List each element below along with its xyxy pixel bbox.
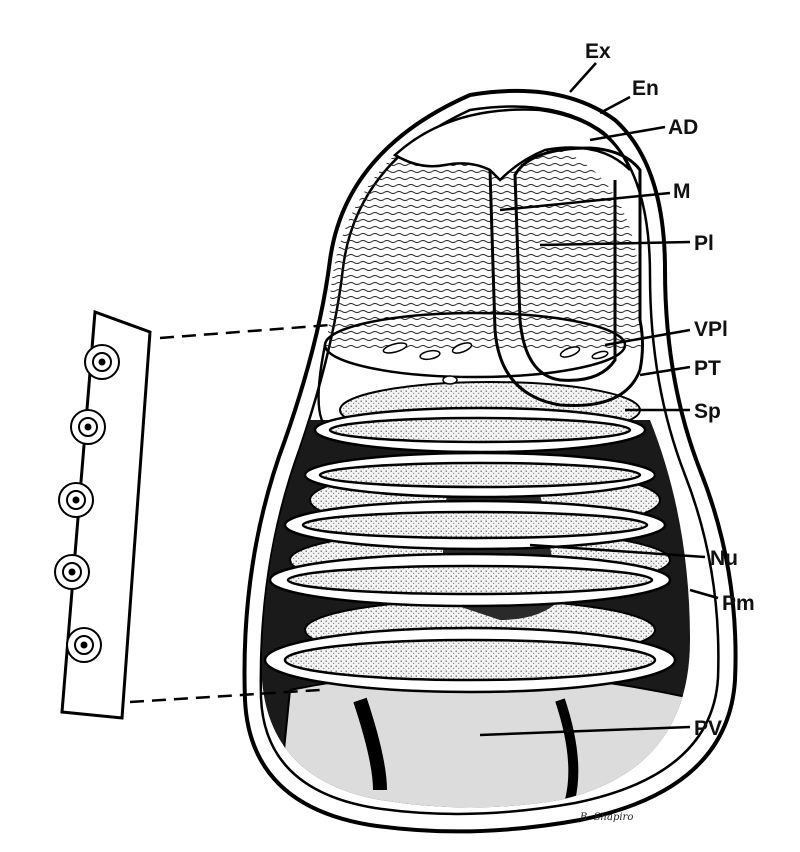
label-en: En xyxy=(632,77,659,100)
label-pv: PV xyxy=(694,717,722,740)
label-m: M xyxy=(673,180,691,203)
mouth-tube xyxy=(488,146,644,408)
label-ad: AD xyxy=(668,116,698,139)
artist-signature: B. Shapiro xyxy=(579,812,633,823)
cell-strip xyxy=(54,309,331,720)
label-vpl: VPl xyxy=(694,318,728,341)
label-pm: Pm xyxy=(722,592,755,615)
label-sp: Sp xyxy=(694,400,721,423)
label-ex: Ex xyxy=(585,40,611,63)
leader-lines xyxy=(479,62,719,737)
label-pt: PT xyxy=(694,357,721,380)
spiral-bands xyxy=(263,311,677,694)
label-nu: Nu xyxy=(710,547,738,570)
vesicles xyxy=(382,342,609,385)
labels: Ex En AD M Pl VPl PT Sp Nu Pm PV B. Shap… xyxy=(579,40,755,823)
label-pl: Pl xyxy=(694,232,714,255)
